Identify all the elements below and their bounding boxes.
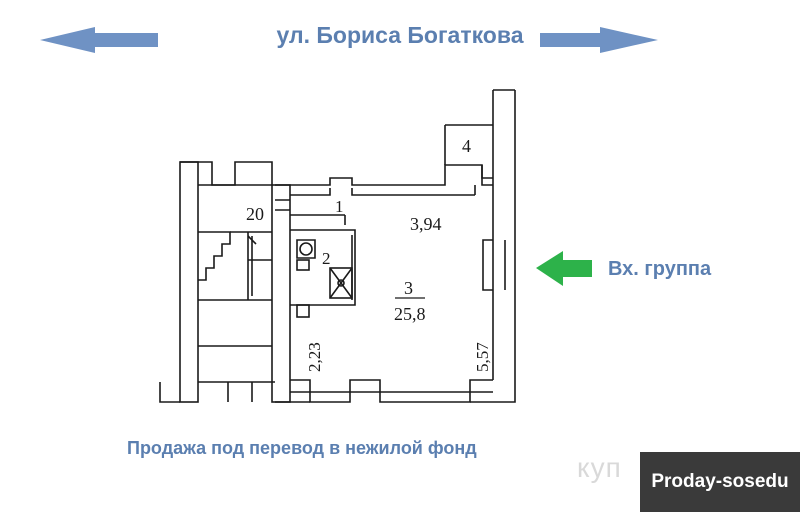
apartment-walls [275,89,516,403]
watermark: куп [577,452,622,483]
sale-caption: Продажа под перевод в нежилой фонд [127,438,477,458]
dimension-2-23-label: 2,23 [305,342,324,372]
room-20-label: 20 [246,204,264,224]
dimension-3-94-label: 3,94 [410,214,442,234]
site-logo: Proday-sosedu [640,452,800,512]
room-3-number-label: 3 [404,278,413,298]
room-2-label: 2 [322,249,331,268]
street-name-label: ул. Бориса Богаткова [276,22,524,48]
entrance-group-label: Вх. группа [608,258,712,280]
room-4-label: 4 [462,136,471,156]
room-1-label: 1 [335,197,344,216]
dimension-5-57-label: 5,57 [473,342,492,372]
room-3-area-label: 25,8 [394,304,426,324]
